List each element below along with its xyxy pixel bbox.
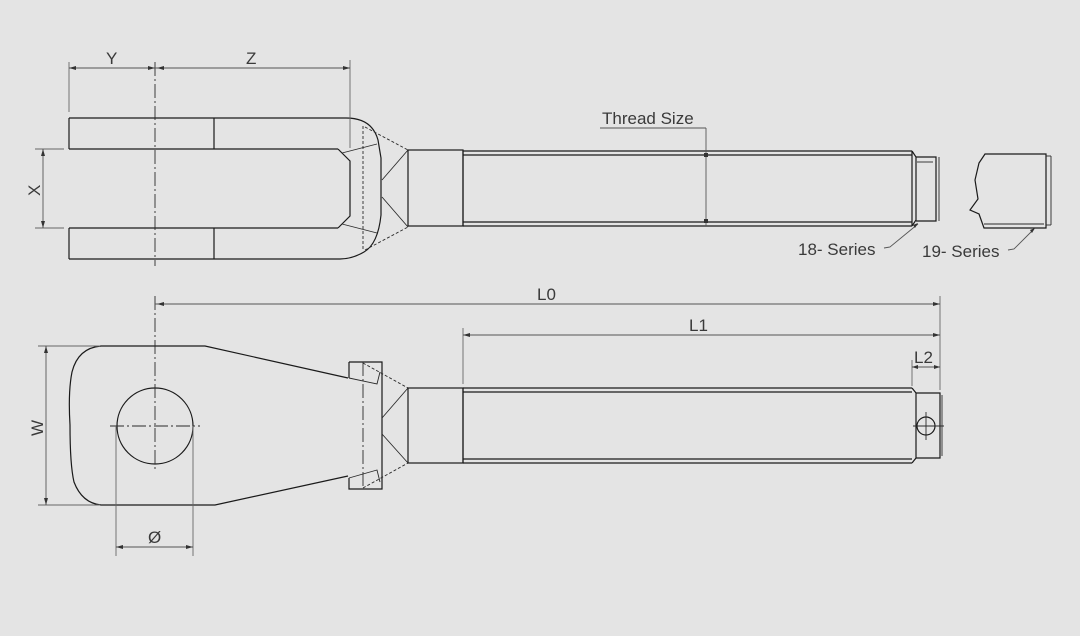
label-z: Z	[246, 49, 256, 68]
dimension-y: Y	[68, 49, 155, 112]
thread-size-callout: Thread Size	[600, 109, 708, 226]
dimension-l1: L1	[462, 316, 940, 384]
label-w: W	[28, 420, 47, 436]
label-l1: L1	[689, 316, 708, 335]
series-19-callout: 19- Series	[922, 228, 1035, 261]
label-19-series: 19- Series	[922, 242, 999, 261]
series-19-detail	[969, 153, 1052, 229]
dimension-l0: L0	[155, 285, 941, 390]
label-thread-size: Thread Size	[602, 109, 694, 128]
dimension-diameter: Ø	[115, 426, 194, 556]
neck	[407, 149, 464, 227]
tang-body	[68, 345, 349, 506]
collar	[348, 361, 409, 490]
dimension-w: W	[28, 345, 100, 506]
dimension-z: Z	[155, 49, 351, 148]
dimension-l2: L2	[911, 348, 940, 386]
series-18-callout: 18- Series	[798, 223, 919, 259]
label-x: X	[25, 185, 44, 196]
side-neck	[407, 387, 464, 464]
fork-jaws	[68, 117, 409, 260]
side-view: L0 L1 L2 W	[28, 285, 944, 556]
top-view: Y Z X Thread Size	[25, 49, 1052, 266]
label-l2: L2	[914, 348, 933, 367]
dimension-x: X	[25, 148, 64, 229]
threaded-shank	[462, 150, 940, 227]
label-diameter: Ø	[148, 528, 161, 547]
label-y: Y	[106, 49, 117, 68]
label-l0: L0	[537, 285, 556, 304]
side-shank	[462, 387, 944, 464]
label-18-series: 18- Series	[798, 240, 875, 259]
